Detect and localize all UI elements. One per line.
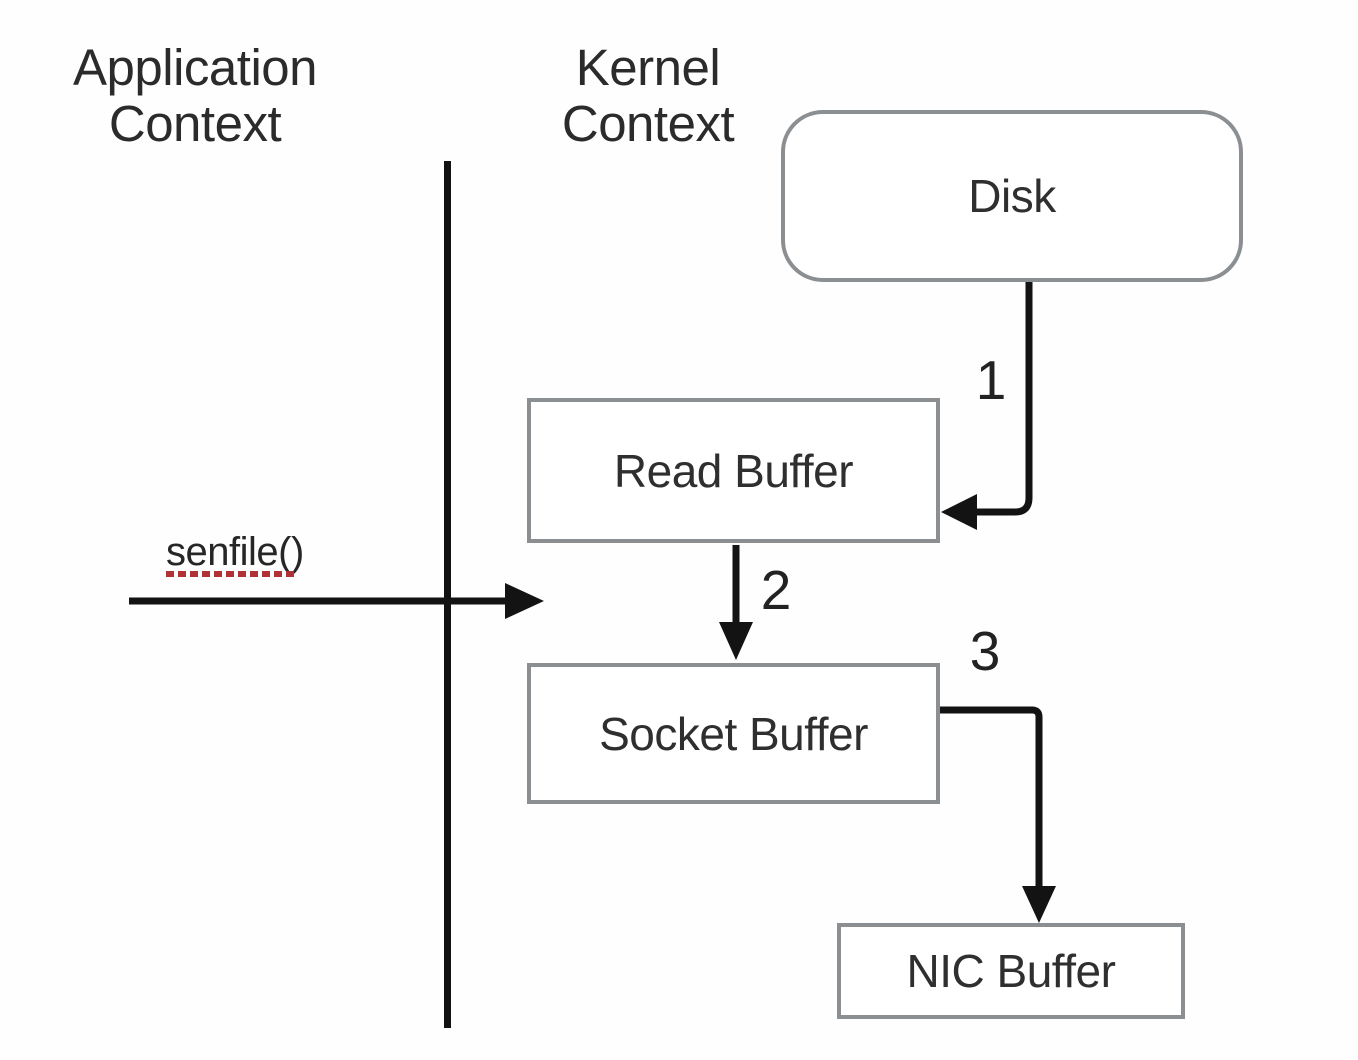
- step-2-label: 2: [760, 559, 792, 621]
- sendfile-call-arrow: [129, 583, 544, 619]
- kernel-context-label: Kernel Context: [561, 39, 735, 152]
- disk-node-label: Disk: [968, 170, 1056, 222]
- spellcheck-underline: [166, 571, 297, 577]
- socket-buffer-node-label: Socket Buffer: [599, 707, 868, 760]
- disk-node: Disk: [781, 110, 1243, 282]
- sendfile-call-label: senfile(): [166, 530, 304, 574]
- socket-buffer-to-nic-buffer-arrow: [940, 706, 1056, 923]
- application-context-label: Application Context: [73, 39, 318, 152]
- context-divider-line: [444, 161, 451, 1028]
- read-buffer-node: Read Buffer: [527, 398, 940, 543]
- socket-buffer-node: Socket Buffer: [527, 663, 940, 804]
- step-1-label: 1: [975, 349, 1007, 411]
- step-3-label: 3: [969, 620, 1001, 682]
- nic-buffer-node: NIC Buffer: [837, 923, 1185, 1019]
- read-buffer-to-socket-buffer-arrow: [719, 545, 753, 660]
- nic-buffer-node-label: NIC Buffer: [906, 945, 1116, 997]
- read-buffer-node-label: Read Buffer: [613, 444, 854, 497]
